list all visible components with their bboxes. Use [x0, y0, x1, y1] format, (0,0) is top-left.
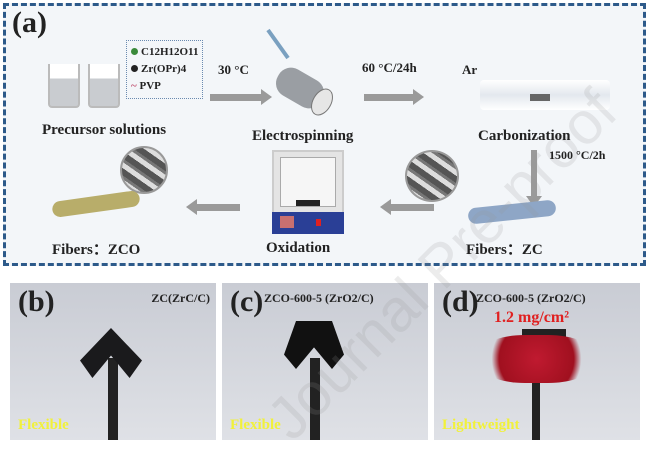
panel-c-title: ZCO-600-5 (ZrO2/C) [264, 291, 374, 305]
legend-item: Zr(OPr)4 [141, 63, 187, 75]
panel-b-tag: (b) [18, 285, 55, 318]
argon-label: Ar [462, 62, 478, 77]
beaker-icon [48, 64, 80, 108]
panel-b-caption: Flexible [18, 417, 69, 433]
panel-a-tag: (a) [12, 6, 47, 39]
precursor-legend: C12H12O11 Zr(OPr)4 ~ PVP [126, 40, 204, 99]
beaker-icon [88, 64, 120, 108]
panel-d-title: ZCO-600-5 (ZrO2/C) [476, 291, 586, 305]
tube-furnace-icon [480, 80, 610, 110]
panel-b-photo: (b) ZC(ZrC/C) Flexible [10, 283, 216, 440]
zirconium-dot-icon [131, 65, 138, 72]
panel-b-title: ZC(ZrC/C) [151, 291, 210, 305]
precursor-label: Precursor solutions [42, 122, 167, 138]
holder-rod [532, 378, 540, 440]
sucrose-dot-icon [131, 48, 138, 55]
panel-d-caption: Lightweight [442, 417, 520, 433]
panel-d-tag: (d) [442, 285, 479, 318]
panel-c-tag: (c) [230, 285, 264, 318]
step2-temp: 60 °C/24h [362, 60, 417, 75]
step3-temp: 1500 °C/2h [549, 148, 606, 162]
arrow-left-icon [186, 199, 240, 215]
panel-c-caption: Flexible [230, 417, 281, 433]
arrow-down-icon [531, 150, 537, 198]
electrospinning-roller-icon [266, 28, 333, 116]
oxidation-oven-icon [272, 150, 344, 234]
carbonization-label: Carbonization [478, 128, 571, 144]
sem-zco-image [120, 146, 168, 194]
fibers-zc-label: Fibers：ZC [466, 242, 543, 258]
arrow-right-icon [364, 89, 424, 105]
areal-density-label: 1.2 mg/cm² [494, 309, 569, 326]
zco-fabric-sample [522, 329, 566, 339]
pvp-line-icon: ~ [131, 80, 140, 92]
holder-rod [108, 358, 118, 440]
electrospinning-label: Electrospinning [252, 128, 354, 144]
sample-boat-icon [530, 94, 550, 101]
arrow-right-icon [210, 89, 272, 105]
panel-d-photo: (d) ZCO-600-5 (ZrO2/C) 1.2 mg/cm² Lightw… [434, 283, 640, 440]
holder-rod [310, 358, 320, 440]
legend-item: PVP [139, 80, 161, 92]
panel-c-photo: (c) ZCO-600-5 (ZrO2/C) Flexible [222, 283, 428, 440]
sem-zc-image [405, 150, 459, 202]
step1-temp: 30 °C [218, 62, 249, 77]
flower-image [479, 335, 594, 383]
legend-item: C12H12O11 [141, 46, 199, 58]
arrow-left-icon [380, 199, 434, 215]
fibers-zco-label: Fibers：ZCO [52, 242, 141, 258]
oxidation-label: Oxidation [266, 240, 331, 256]
